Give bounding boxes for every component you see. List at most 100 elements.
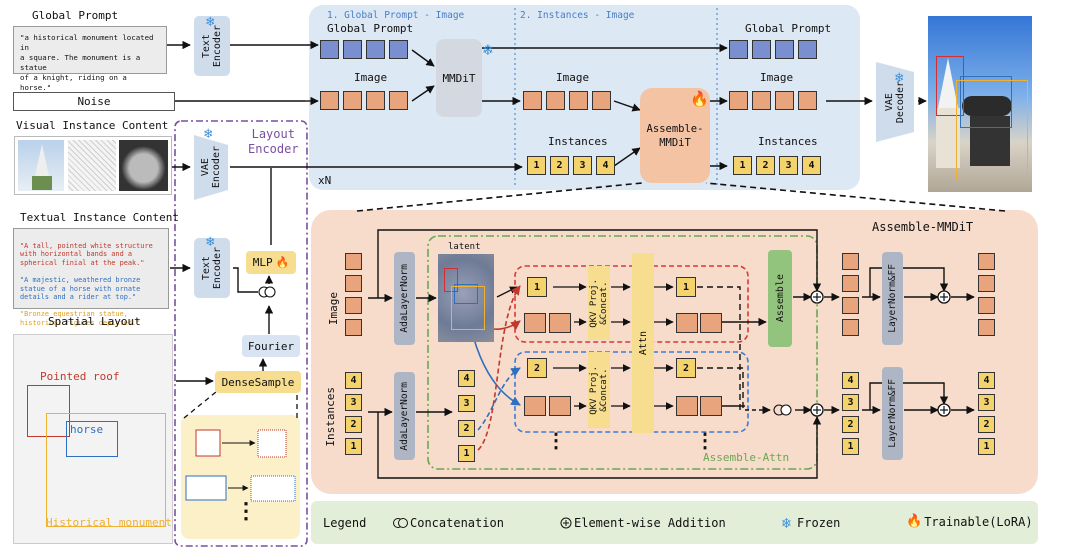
token [752,91,771,110]
token [752,40,771,59]
token [366,40,385,59]
token [978,319,995,336]
token [676,313,698,333]
token: 4 [458,370,475,387]
token [798,40,817,59]
token [345,297,362,314]
token [320,40,339,59]
token [842,275,859,292]
flame-icon: 🔥 [906,514,923,529]
vae-encoder: VAE Encoder [200,146,222,189]
instance-branch-region [514,351,749,433]
label-horse: horse [70,423,104,436]
concat-node-assemble [773,404,792,416]
global-prompt-title: Global Prompt [32,9,119,22]
token [729,40,748,59]
visual-instance-title: Visual Instance Content [16,119,169,132]
depth-thumbnail [119,140,168,191]
token: 1 [527,277,547,297]
token: 3 [779,156,798,175]
flame-icon: 🔥 [690,90,709,108]
legend-trainable: 🔥 Trainable(LoRA) [906,514,1033,529]
row-image-label: Image [327,292,340,326]
token [775,40,794,59]
token: 3 [842,394,859,411]
spatial-layout-title: Spatial Layout [48,315,141,328]
token: 1 [345,438,362,455]
token [343,91,362,110]
token: 4 [978,372,995,389]
image-out-label: Image [760,71,794,84]
legend-addition: Element-wise Addition [560,516,726,530]
label-pointed-roof: Pointed roof [40,370,120,383]
global-prompt-text: "a historical monument located in a squa… [13,26,167,92]
vae-encoder-shape [194,135,228,200]
noise-box: Noise [13,92,175,111]
token [345,253,362,270]
visual-instance-content [14,136,172,195]
detail-panel [311,210,1038,494]
token [700,396,722,416]
token: 2 [458,420,475,437]
token [569,91,588,110]
box-pointed-roof [27,385,70,437]
attn-block: Attn [632,253,654,433]
token [842,319,859,336]
token [978,253,995,270]
add-node-ff-instances [937,403,951,417]
token: 2 [676,358,696,378]
token: 3 [573,156,592,175]
token: 1 [842,438,859,455]
attn-dots-left: ⋮ [546,428,566,452]
token: 4 [842,372,859,389]
token [524,396,546,416]
dense-sample-box: DenseSample [215,371,301,393]
latent-label: latent [448,242,481,252]
snowflake-icon: ❄ [206,14,215,30]
token [320,91,339,110]
vae-decoder-shape [876,62,914,142]
text-encoder-2: Text Encoder [194,238,230,298]
token [345,275,362,292]
token [523,91,542,110]
assemble-block: Assemble [768,250,792,347]
token: 4 [345,372,362,389]
mlp-box: MLP🔥 [246,251,296,274]
token: 2 [527,358,547,378]
token: 1 [527,156,546,175]
legend-title: Legend [323,516,367,530]
label-historical-monument: Historical monument [46,516,172,529]
spatial-layout-canvas: Pointed roof horse Historical monument [13,334,173,544]
global-prompt-out-label: Global Prompt [745,22,832,35]
token [546,91,565,110]
token [345,319,362,336]
token [842,297,859,314]
legend-frozen: ❄ Frozen [782,514,841,532]
snowflake-icon: ❄ [483,40,493,59]
token: 3 [345,394,362,411]
legend-concatenation: Concatenation [392,516,504,530]
latent-thumbnail [438,254,494,342]
token: 1 [676,277,696,297]
token: 2 [842,416,859,433]
snowflake-icon: ❄ [204,126,213,142]
ada-layer-norm-instances: AdaLayerNorm [394,372,415,460]
token [729,91,748,110]
instances-out-label: Instances [758,135,818,148]
token [366,91,385,110]
concat-icon [393,518,408,528]
fourier-box: Fourier [242,335,300,357]
roof-thumbnail [18,140,64,191]
flame-icon: 🔥 [275,256,290,269]
token: 2 [345,416,362,433]
image-mid-label: Image [556,71,590,84]
token [389,91,408,110]
textual-instance-content: "A tall, pointed white structure with ho… [13,228,169,327]
box-historical-monument [46,413,166,527]
zoom-line-left [356,182,643,212]
token [549,396,571,416]
token: 3 [978,394,995,411]
layer-norm-ff-instances: LayerNorm&FF [882,367,903,460]
token: 3 [458,395,475,412]
token: 1 [978,438,995,455]
